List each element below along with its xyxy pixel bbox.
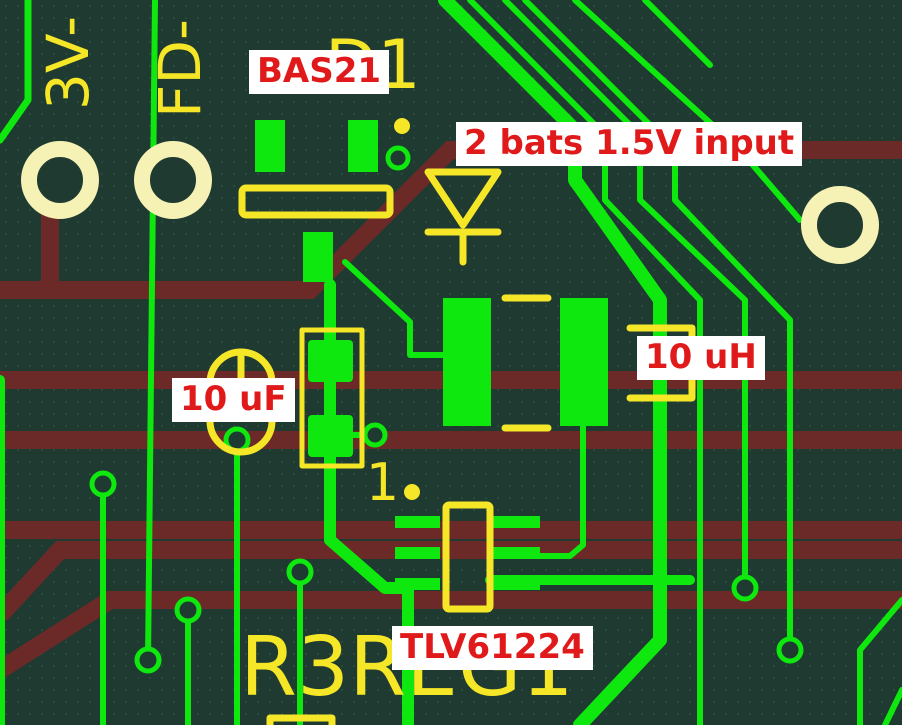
via [731, 574, 759, 602]
ref-outline [266, 714, 336, 725]
ic-pin [395, 578, 440, 590]
pin1-label: 1 [366, 453, 399, 513]
front-trace [642, 0, 713, 68]
ic-pin [490, 516, 540, 528]
front-trace [502, 0, 748, 591]
back-trace [0, 541, 902, 622]
back-trace [0, 591, 902, 678]
th-pad [21, 141, 99, 219]
th-pad [801, 186, 879, 264]
via [385, 145, 411, 171]
front-trace [857, 597, 902, 725]
net-label-3v: 3V- [34, 16, 102, 110]
pin1-dot [404, 484, 420, 500]
callout-regulator: TLV61224 [392, 626, 593, 670]
callout-capacitor: 10 uF [172, 378, 295, 422]
cap-outline [299, 327, 365, 469]
ic-pin [395, 547, 440, 559]
inductor-pad [443, 298, 491, 426]
callout-diode: BAS21 [249, 50, 390, 94]
front-trace [438, 0, 667, 725]
diode-pad [303, 232, 333, 282]
ic-pin [490, 547, 540, 559]
front-trace [145, 0, 158, 663]
callout-inductor: 10 uH [637, 336, 765, 380]
front-trace [467, 0, 703, 725]
th-pad [134, 141, 212, 219]
pin1-dot [394, 118, 410, 134]
callout-battery-input: 2 bats 1.5V input [456, 122, 803, 166]
ic-pin [490, 578, 540, 590]
diode-pad [255, 120, 285, 172]
via [286, 558, 314, 586]
vias [89, 145, 804, 674]
ic-outline [442, 501, 494, 613]
via [362, 422, 388, 448]
cap-pad [308, 340, 353, 382]
through-hole-pads [21, 141, 879, 264]
via [174, 596, 202, 624]
front-trace [882, 687, 902, 725]
front-trace [0, 0, 32, 144]
diode-symbol-triangle [424, 168, 502, 229]
diode-pad [348, 120, 378, 172]
inductor-pad [560, 298, 608, 426]
via [89, 470, 117, 498]
front-trace [522, 0, 793, 653]
cap-pad [308, 415, 353, 457]
silkscreen-dots [394, 118, 420, 500]
ic-pin [395, 516, 440, 528]
net-label-fd: FD- [146, 19, 214, 118]
diode-outline [238, 184, 394, 219]
front-trace [342, 259, 448, 358]
via [134, 646, 162, 674]
front-copper-pads [255, 120, 608, 590]
via [776, 636, 804, 664]
